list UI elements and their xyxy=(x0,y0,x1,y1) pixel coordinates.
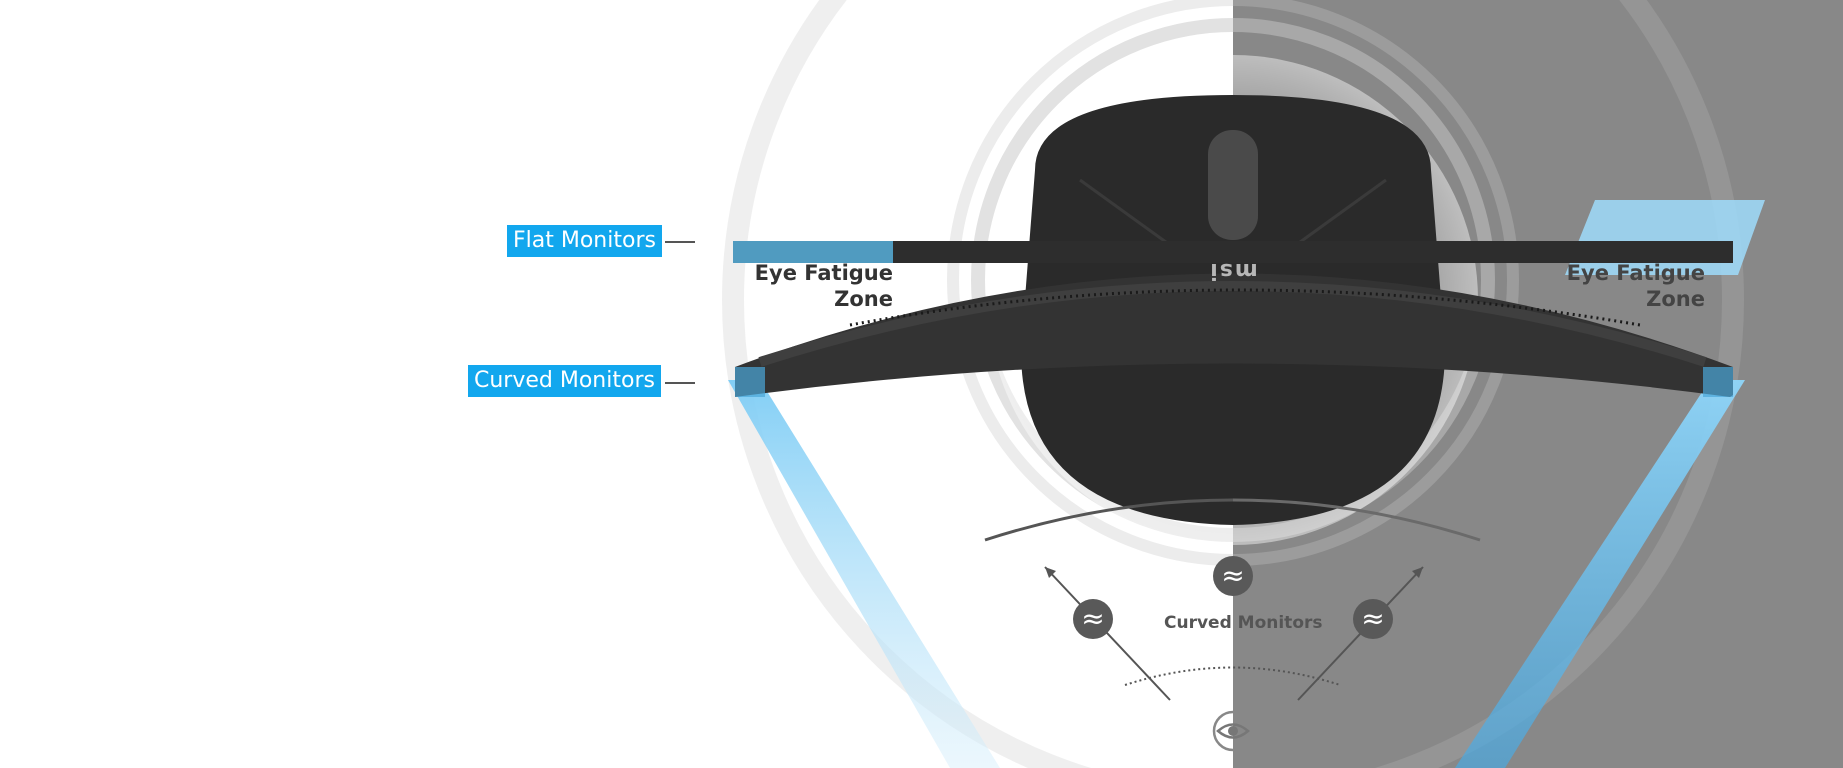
approx-icon: ≈ xyxy=(1213,556,1253,596)
eye-fatigue-zone-right: Eye Fatigue Zone xyxy=(1565,260,1705,312)
flat-label-line xyxy=(665,241,695,243)
eye-fatigue-zone-left: Eye Fatigue Zone xyxy=(745,260,893,312)
curved-monitors-caption: Curved Monitors xyxy=(1164,613,1323,633)
tick-ring xyxy=(722,0,1744,768)
zone-right-line2: Zone xyxy=(1646,287,1705,311)
approx-icon: ≈ xyxy=(1353,599,1393,639)
brand-logo: msi xyxy=(1208,258,1258,283)
zone-left-line2: Zone xyxy=(834,287,893,311)
eye-icon xyxy=(1212,710,1254,752)
flat-monitors-label: Flat Monitors xyxy=(507,225,662,257)
curved-monitors-label: Curved Monitors xyxy=(468,365,661,397)
zone-left-line1: Eye Fatigue xyxy=(754,261,893,285)
curved-label-line xyxy=(665,382,695,384)
beam-left xyxy=(728,380,1000,768)
approx-icon: ≈ xyxy=(1073,599,1113,639)
zone-right-line1: Eye Fatigue xyxy=(1566,261,1705,285)
beam-right xyxy=(1455,380,1745,768)
monitor-neck xyxy=(1208,130,1258,240)
flat-monitor xyxy=(733,241,1733,263)
